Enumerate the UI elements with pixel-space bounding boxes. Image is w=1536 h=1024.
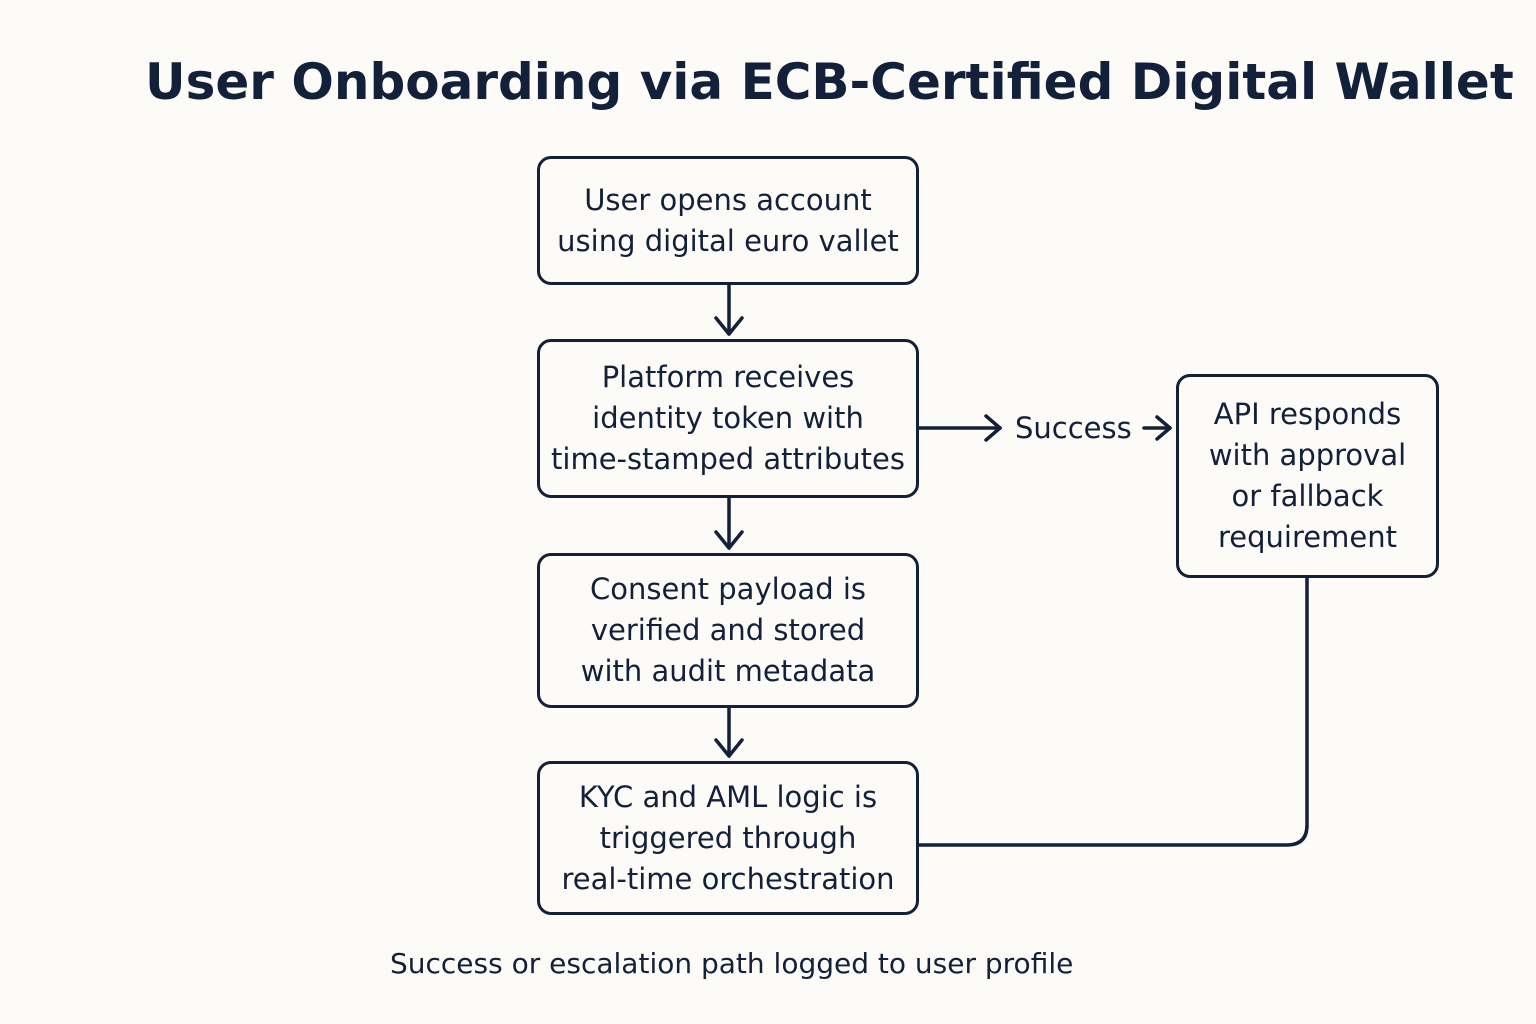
edge-label-success: Success [1015,411,1132,445]
arrowhead-open-to-token [714,316,744,336]
footer-note: Success or escalation path logged to use… [390,947,1074,980]
arrowhead-token-to-consent [714,530,744,550]
arrowhead-token-to-success [984,414,1002,442]
arrowhead-consent-to-kyc [714,738,744,758]
node-api-response-text: API responds with approval or fallback r… [1208,397,1407,554]
node-consent-text: Consent payload is verified and stored w… [580,572,876,688]
node-consent: Consent payload is verified and stored w… [537,553,919,708]
node-kyc-aml-text: KYC and AML logic is triggered through r… [561,779,895,896]
node-identity-token-text: Platform receives identity token with ti… [551,360,905,476]
node-open-account: User opens account using digital euro va… [537,156,919,285]
node-open-account-text: User opens account using digital euro va… [557,182,899,258]
arrowhead-success-to-api [1155,415,1172,441]
node-api-response: API responds with approval or fallback r… [1176,374,1439,578]
connector-kyc-to-api [917,576,1309,847]
node-identity-token: Platform receives identity token with ti… [537,339,919,498]
diagram-title: User Onboarding via ECB-Certified Digita… [145,53,1514,111]
node-kyc-aml: KYC and AML logic is triggered through r… [537,761,919,915]
